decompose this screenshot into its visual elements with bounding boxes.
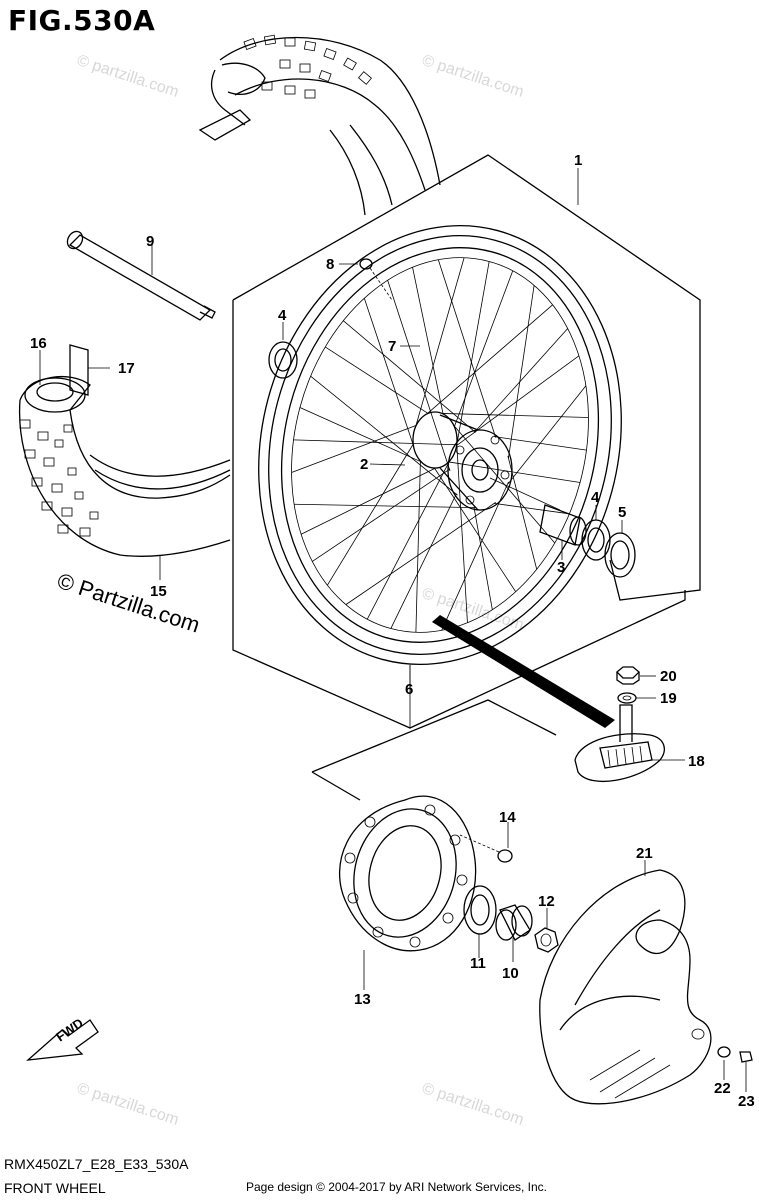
callout: 11	[470, 955, 486, 972]
callout: 7	[388, 338, 396, 355]
collar	[539, 504, 587, 546]
spoke	[494, 503, 570, 515]
callout: 9	[146, 233, 154, 250]
callout: 4	[591, 489, 600, 506]
disc-outline	[311, 699, 557, 773]
hub	[412, 411, 513, 511]
callout: 1	[574, 152, 582, 169]
callout: 10	[502, 965, 519, 982]
spoke	[473, 507, 493, 610]
spoke	[363, 298, 414, 446]
spoke	[327, 443, 414, 586]
callout: 13	[354, 991, 371, 1008]
callout: 3	[557, 559, 565, 576]
brake-disc	[338, 795, 477, 952]
wheel-rim	[258, 225, 622, 665]
figure-title: FIG.530A	[8, 4, 156, 37]
front-axle	[66, 230, 216, 321]
spoke	[415, 460, 421, 633]
fwd-label: FWD	[53, 1015, 86, 1044]
spoke	[312, 468, 451, 562]
callout: 12	[538, 893, 555, 910]
valve-pointer	[432, 615, 615, 728]
spoke	[343, 320, 476, 433]
spoke	[456, 355, 580, 446]
oil-seal-left	[463, 885, 497, 935]
callout: 6	[405, 681, 413, 698]
spoke	[324, 346, 429, 414]
callout: 5	[618, 504, 626, 521]
spoke	[387, 280, 451, 472]
callout: 14	[499, 809, 516, 826]
spoke	[507, 455, 538, 570]
callout: 16	[30, 335, 47, 352]
bearing-right	[581, 519, 611, 561]
spoke	[456, 444, 468, 623]
spoke	[441, 481, 509, 631]
front-tire	[18, 344, 231, 557]
callout: 18	[688, 753, 705, 770]
bearing-left	[268, 341, 298, 379]
spoke	[426, 304, 553, 415]
fwd-arrow: FWD	[26, 1015, 99, 1061]
spoke	[412, 267, 444, 415]
nut	[616, 666, 640, 685]
callout: 2	[360, 456, 368, 473]
callout: 23	[738, 1093, 755, 1110]
oil-seal-right	[604, 532, 636, 578]
spokes	[291, 257, 589, 633]
callout: 19	[660, 690, 677, 707]
spoke	[366, 460, 450, 620]
callout: 15	[150, 583, 167, 600]
spoke-nipple-bolt	[359, 258, 393, 301]
leader-lines	[39, 168, 747, 1092]
spoke	[441, 413, 589, 418]
callout: 21	[636, 845, 653, 862]
callout-group: 1 2 3 4 4 5 6 7 8 9 10 11 12 13 14 15 16…	[30, 152, 755, 1110]
spoke	[456, 261, 490, 447]
axle-nut	[534, 927, 559, 953]
spacer	[495, 904, 533, 941]
spoke	[507, 385, 587, 485]
callout: 20	[660, 668, 677, 685]
spoke	[294, 503, 476, 508]
washer	[617, 692, 637, 704]
spoke	[299, 407, 422, 463]
tire-upper	[198, 34, 441, 216]
disc-cover	[539, 869, 712, 1105]
spoke	[345, 502, 496, 605]
spoke	[494, 436, 587, 451]
model-code: RMX450ZL7_E28_E33_530A	[4, 1156, 189, 1172]
spoke	[448, 461, 581, 483]
spoke	[473, 328, 568, 434]
spoke	[434, 467, 517, 592]
spoke	[508, 285, 535, 459]
spoke	[310, 375, 458, 496]
callout: 17	[118, 360, 135, 377]
spoke	[291, 424, 417, 473]
callout: 22	[714, 1080, 731, 1097]
callout: 4	[278, 307, 287, 324]
spoke	[300, 467, 436, 535]
spoke	[437, 259, 497, 438]
callout: 8	[326, 256, 334, 273]
disc-bolt	[459, 834, 513, 863]
page-footer: Page design © 2004-2017 by ARI Network S…	[246, 1180, 548, 1194]
cover-washer	[717, 1046, 731, 1058]
cover-bolt	[739, 1051, 753, 1063]
rim-lock	[574, 704, 665, 783]
spoke	[390, 493, 457, 629]
spoke	[293, 439, 458, 446]
spoke	[453, 270, 514, 427]
spoke	[415, 257, 465, 427]
assembly-name: FRONT WHEEL	[4, 1180, 106, 1196]
